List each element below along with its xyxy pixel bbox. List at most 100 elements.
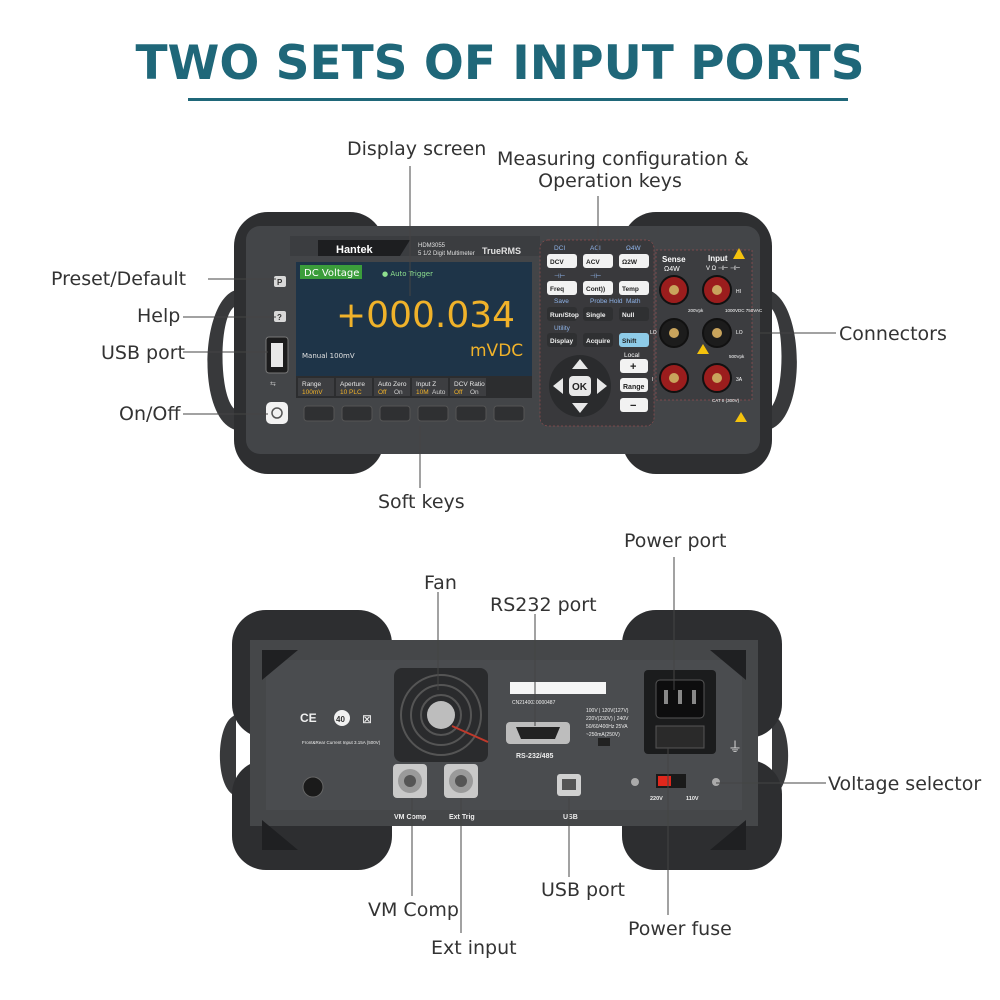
callout-measuring-keys: Measuring configuration &Operation keys (497, 148, 749, 192)
nav-right-button[interactable] (597, 378, 607, 394)
softkey-button[interactable] (303, 405, 335, 422)
svg-text:?: ? (277, 313, 282, 322)
svg-text:V Ω ⊣⊢ ⊣⊢: V Ω ⊣⊢ ⊣⊢ (706, 265, 740, 272)
rear-callout-lines (411, 557, 826, 933)
warning-icon-2 (697, 344, 709, 354)
svg-text:HI: HI (736, 289, 741, 295)
env-mark (334, 710, 350, 726)
right-handle (768, 290, 797, 430)
svg-text:I: I (652, 377, 653, 383)
kensington-lock (598, 738, 610, 746)
key-group-label: DCI (554, 245, 565, 252)
softkey-button[interactable] (379, 405, 411, 422)
o2w-key-label: Ω2W (622, 259, 638, 266)
acv-key-label: ACV (586, 259, 600, 266)
plus-key[interactable] (620, 359, 648, 373)
v220-label: 220V (650, 796, 663, 802)
o2w-key[interactable] (619, 254, 649, 268)
front-callout-lines (183, 166, 836, 488)
softkey-menu-value: Off (454, 389, 463, 396)
plus-key-label: + (630, 361, 636, 373)
svg-text:OK: OK (572, 382, 588, 393)
rs232-label: RS-232/485 (516, 753, 553, 760)
freq-key[interactable] (547, 281, 577, 295)
softkey-menu-item (298, 378, 334, 396)
lcd-range-text: Manual 100mV (302, 352, 355, 360)
shift-key-label: Shift (622, 338, 637, 345)
key-group-label: Save (554, 298, 569, 305)
power-fuse-drawer[interactable] (655, 725, 705, 749)
ok-button[interactable] (569, 376, 591, 396)
softkey-button[interactable] (417, 405, 449, 422)
softkey-menu-value: 10M (416, 389, 429, 396)
range-key[interactable] (620, 378, 648, 392)
preset-button[interactable] (274, 276, 286, 287)
page-title: TWO SETS OF INPUT PORTS (135, 36, 865, 91)
cont-key-label: Cont)) (586, 286, 605, 293)
svg-text:200Vpk: 200Vpk (688, 308, 704, 313)
softkey-button[interactable] (493, 405, 525, 422)
nav-down-button[interactable] (572, 403, 588, 413)
null-key[interactable] (619, 307, 649, 321)
callout-power-port: Power port (624, 530, 727, 552)
nav-up-button[interactable] (572, 359, 588, 369)
shift-key[interactable] (619, 333, 649, 347)
callout-usb-port-rear: USB port (541, 879, 625, 901)
cont-key[interactable] (583, 281, 613, 295)
input-terminal[interactable] (702, 275, 732, 305)
single-key[interactable] (583, 307, 613, 321)
svg-text:100V | 120V(127V): 100V | 120V(127V) (586, 708, 629, 714)
svg-text:Ω4W: Ω4W (664, 266, 680, 273)
terminals (659, 275, 732, 393)
bnc-vm-comp[interactable] (393, 764, 427, 798)
svg-text:CN2140030000487: CN2140030000487 (512, 700, 556, 706)
key-group-label: ⊣⊢ (590, 273, 602, 280)
input-terminal[interactable] (659, 275, 689, 305)
usb-icon: ⇆ (270, 381, 276, 388)
softkey-menu-value: 100mV (302, 389, 323, 396)
softkey-menu-label: DCV Ratio (454, 381, 485, 388)
softkey-button[interactable] (455, 405, 487, 422)
brand-logo: Hantek (336, 244, 374, 256)
display-key[interactable] (547, 333, 577, 347)
minus-key-label: − (630, 400, 636, 412)
help-button[interactable] (274, 311, 286, 322)
run-key[interactable] (547, 307, 577, 321)
power-icon (271, 407, 283, 419)
softkey-menu-value2: Auto (432, 389, 446, 396)
callout-on-off: On/Off (119, 403, 181, 425)
ground-icon: ⏚ (728, 739, 742, 755)
key-group-label: ⊣⊢ (554, 273, 566, 280)
input-label: Input (708, 254, 728, 263)
svg-text:50/60/400Hz 25VA: 50/60/400Hz 25VA (586, 724, 628, 730)
temp-key[interactable] (619, 281, 649, 295)
fuse-note: Front&Rear Current Input 3.15A (500V) (302, 740, 381, 745)
svg-text:~250mA(250V): ~250mA(250V) (586, 732, 620, 738)
input-terminal[interactable] (659, 318, 689, 348)
acv-key[interactable] (583, 254, 613, 268)
softkey-menu-item (336, 378, 372, 396)
range-key-label: Range (623, 384, 645, 391)
current-fuse-holder[interactable] (302, 776, 324, 798)
key-group-label: Utility (554, 325, 571, 332)
bnc-ext-trig[interactable] (444, 764, 478, 798)
input-terminal[interactable] (702, 363, 732, 393)
nav-left-button[interactable] (553, 378, 563, 394)
front-panel-instrument: Hantek HDM3055 5 1/2 Digit Multimeter Tr… (207, 212, 797, 474)
input-terminal[interactable] (702, 318, 732, 348)
serial-sticker (510, 682, 606, 694)
minus-key[interactable] (620, 398, 648, 412)
voltage-table: 100V | 120V(127V) 220V(230V) | 240V 50/6… (586, 708, 629, 738)
power-button[interactable] (266, 402, 288, 424)
dcv-key[interactable] (547, 254, 577, 268)
softkey-button[interactable] (341, 405, 373, 422)
input-terminal[interactable] (659, 363, 689, 393)
key-group-label: Probe Hold (590, 298, 623, 305)
key-group-label: Ω4W (626, 245, 641, 252)
acquire-key[interactable] (583, 333, 613, 347)
softkey-menu-item (374, 378, 410, 396)
svg-text:3A: 3A (736, 377, 743, 383)
ext-trig-label: Ext Trig (449, 814, 475, 821)
display-key-label: Display (550, 338, 574, 345)
